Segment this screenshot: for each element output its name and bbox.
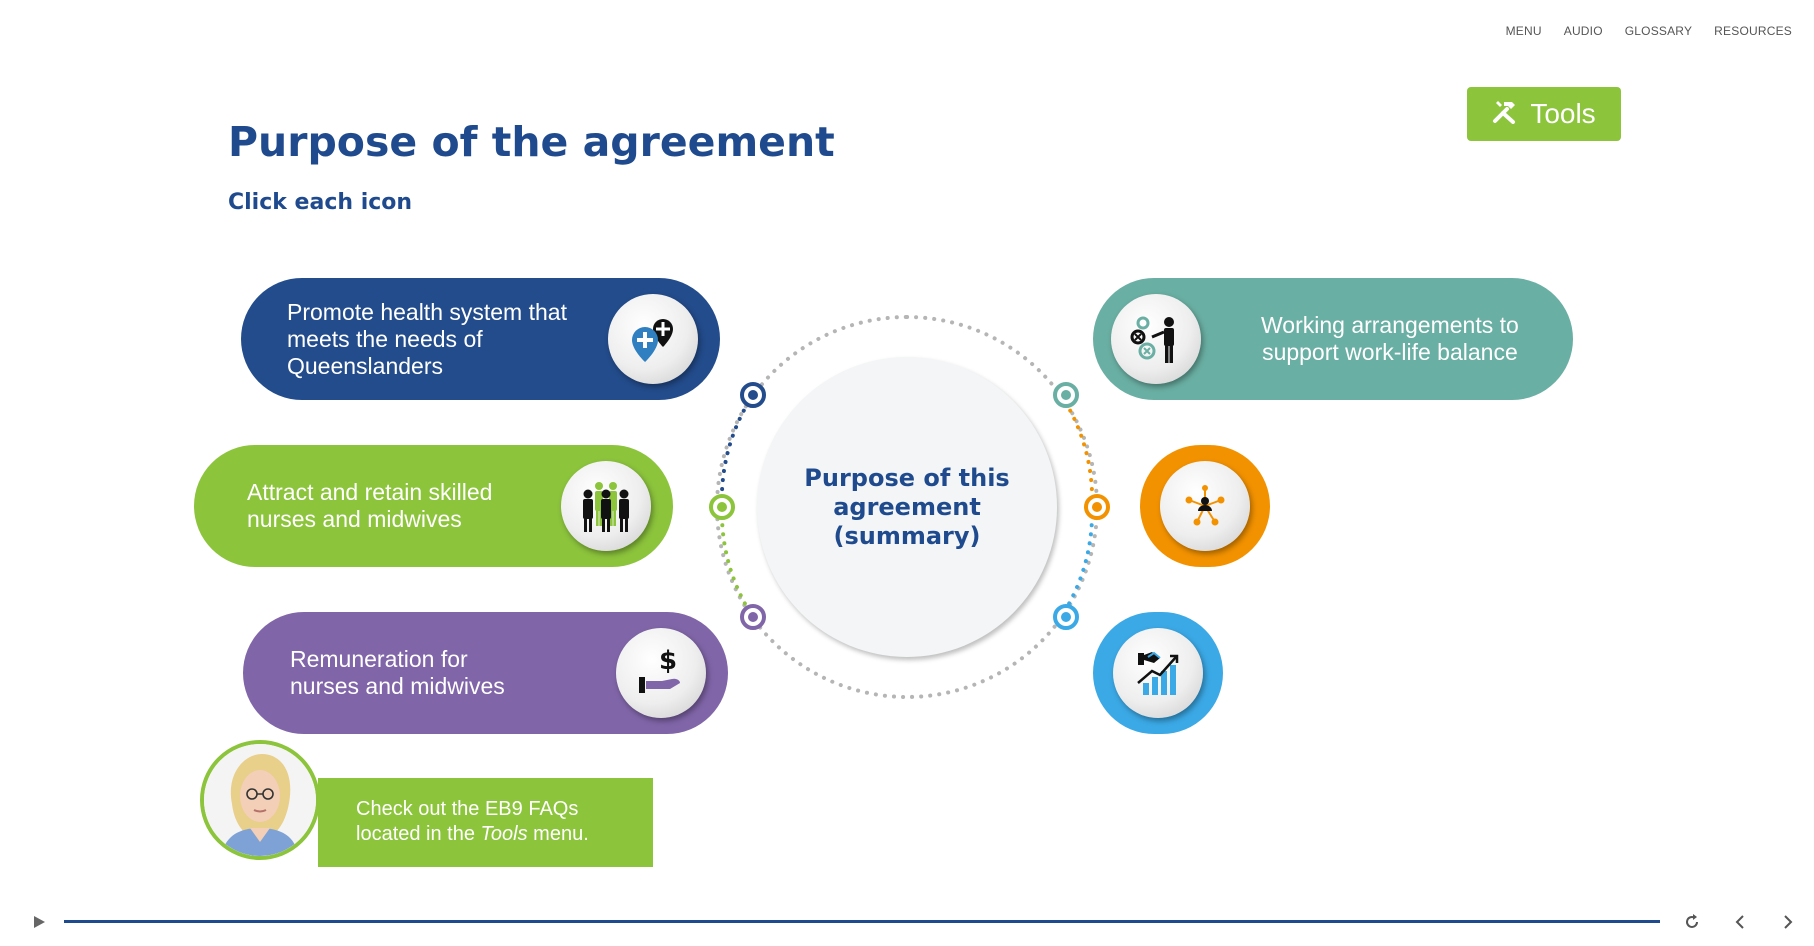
faq-text-end: menu. — [527, 823, 589, 845]
center-label: Purpose of this agreement (summary) — [804, 463, 1010, 550]
avatar — [200, 740, 320, 860]
purpose-remuneration-button[interactable]: Remuneration for nurses and midwives $ — [243, 612, 728, 734]
player-bar — [0, 905, 1814, 945]
health-location-icon — [608, 294, 698, 384]
nav-audio[interactable]: AUDIO — [1563, 24, 1603, 38]
faq-callout: Check out the EB9 FAQs located in the To… — [200, 740, 653, 867]
purpose-remuneration-label: Remuneration for nurses and midwives — [290, 646, 505, 699]
purpose-work-life-button[interactable]: Working arrangements to support work-lif… — [1093, 278, 1573, 400]
purpose-growth-button[interactable] — [1093, 612, 1223, 734]
replay-icon[interactable] — [1677, 907, 1707, 937]
tools-button[interactable]: Tools — [1467, 87, 1621, 141]
hand-dollar-icon: $ — [616, 628, 706, 718]
instruction-text: Click each icon — [228, 190, 413, 215]
nav-menu[interactable]: MENU — [1505, 24, 1542, 38]
chevron-left-icon[interactable] — [1725, 907, 1755, 937]
faq-banner: Check out the EB9 FAQs located in the To… — [318, 778, 653, 867]
handshake-growth-icon — [1113, 628, 1203, 718]
play-icon[interactable] — [24, 907, 54, 937]
presenter-gears-icon — [1111, 294, 1201, 384]
purpose-health-system-label: Promote health system that meets the nee… — [287, 298, 567, 379]
faq-text-tools: Tools — [480, 823, 528, 845]
purpose-attract-retain-button[interactable]: Attract and retain skilled nurses and mi… — [194, 445, 673, 567]
purpose-network-button[interactable] — [1140, 445, 1270, 567]
chevron-right-icon[interactable] — [1773, 907, 1803, 937]
svg-text:$: $ — [659, 646, 677, 676]
network-person-icon — [1160, 461, 1250, 551]
center-summary: Purpose of this agreement (summary) — [757, 357, 1057, 657]
nav-glossary[interactable]: GLOSSARY — [1624, 24, 1693, 38]
faq-text: Check out the EB9 FAQs located in the — [356, 798, 579, 845]
people-icon — [561, 461, 651, 551]
page-title: Purpose of the agreement — [228, 118, 835, 166]
top-nav: MENU AUDIO GLOSSARY RESOURCES — [1506, 24, 1792, 38]
nav-resources[interactable]: RESOURCES — [1714, 24, 1792, 38]
tools-label: Tools — [1530, 98, 1596, 129]
tools-icon — [1492, 98, 1518, 131]
purpose-work-life-label: Working arrangements to support work-lif… — [1261, 312, 1519, 365]
progress-bar[interactable] — [64, 920, 1660, 923]
purpose-health-system-button[interactable]: Promote health system that meets the nee… — [241, 278, 720, 400]
purpose-attract-retain-label: Attract and retain skilled nurses and mi… — [247, 479, 493, 532]
